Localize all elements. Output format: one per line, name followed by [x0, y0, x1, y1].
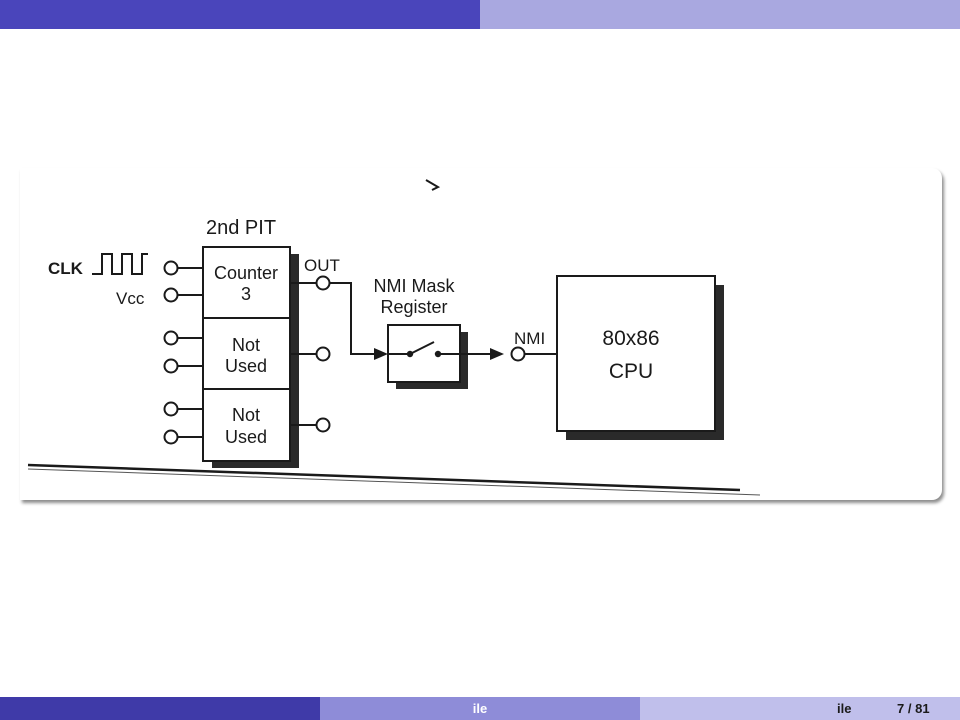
- nmi-mask-label: NMI Mask: [374, 276, 456, 296]
- header-bar: [0, 0, 960, 29]
- header-bar-left: [0, 0, 480, 29]
- header-bar-right: [480, 0, 960, 29]
- arrow-head: [374, 348, 388, 360]
- nmi-diagram: 2nd PIT Counter 3 Not Used Not Used CLK …: [27, 179, 761, 496]
- footer-segment-left: [0, 697, 320, 720]
- cpu-block: [556, 275, 716, 432]
- footer-center-title: ile: [472, 701, 488, 716]
- cpu-label: 80x86: [602, 327, 659, 350]
- scan-rule-line: [27, 463, 741, 492]
- page-number: 7 / 81: [897, 701, 930, 716]
- footer-bar: ile ile 7 / 81: [0, 697, 960, 720]
- clk-label: CLK: [48, 259, 84, 278]
- scan-rule-line-faint: [27, 468, 761, 496]
- out-to-mask-wire: [330, 282, 376, 355]
- clk-square-wave: [92, 253, 148, 275]
- nmi-mask-switch: [388, 341, 460, 358]
- nmi-diagram-figure: 2nd PIT Counter 3 Not Used Not Used CLK …: [20, 168, 942, 500]
- nmi-label: NMI: [514, 329, 545, 348]
- scan-artifact-mark: [425, 179, 441, 191]
- counter-unused-label: Not: [232, 335, 260, 355]
- counter-unused-label: Used: [225, 356, 267, 376]
- pit-block: [202, 246, 291, 462]
- pit-title: 2nd PIT: [206, 217, 276, 239]
- nmi-pin: [510, 346, 526, 362]
- arrow-head: [490, 348, 504, 360]
- vcc-label: Vcc: [116, 289, 145, 308]
- counter-unused-label: Not: [232, 405, 260, 425]
- nmi-mask-label: Register: [380, 297, 447, 317]
- footer-segment-right: ile 7 / 81: [640, 697, 960, 720]
- page-separator: /: [907, 701, 912, 716]
- footer-right-title: ile: [837, 701, 852, 716]
- page-current: 7: [897, 701, 905, 716]
- pit-output-pins: [290, 275, 331, 433]
- page-total: 81: [915, 701, 930, 716]
- pit-input-pins: [163, 260, 203, 445]
- counter-3-label: Counter: [214, 263, 278, 283]
- cpu-label: CPU: [609, 360, 653, 383]
- footer-segment-center: ile: [320, 697, 640, 720]
- counter-unused-label: Used: [225, 427, 267, 447]
- out-label: OUT: [304, 256, 340, 275]
- counter-3-number: 3: [241, 284, 251, 304]
